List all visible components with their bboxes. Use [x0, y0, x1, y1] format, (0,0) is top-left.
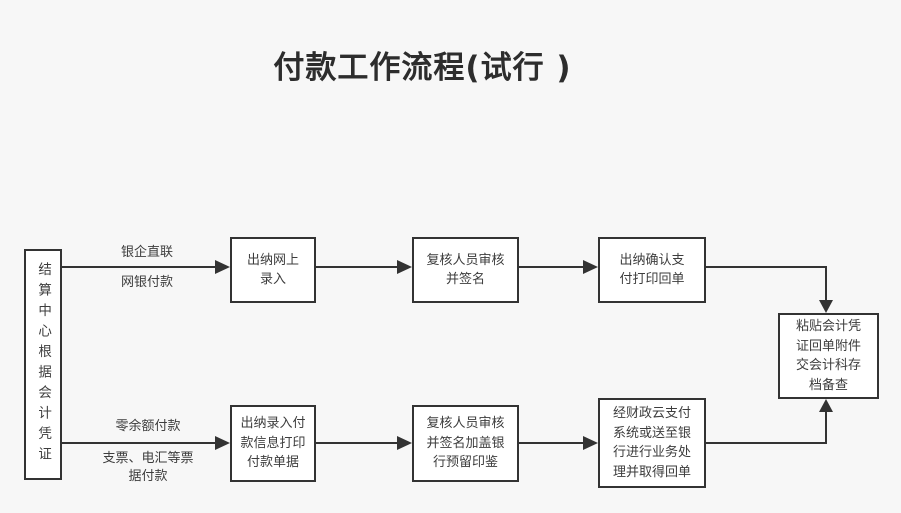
arrowhead-bottom1-to-bottom2: [397, 436, 412, 450]
arrow-line-top3-elbow-horizontal: [706, 266, 827, 268]
step-label: 经财政云支付 系统或送至银 行进行业务处 理并取得回单: [612, 406, 691, 480]
bottom-arrow-label-below: 支票、电汇等票 据付款: [102, 451, 194, 484]
arrow-line-source-to-bottom1: [62, 442, 215, 444]
bottom-arrow-label-above: 零余额付款: [115, 419, 181, 434]
step-label: 出纳确认支 付打印回单: [619, 252, 685, 288]
arrowhead-top1-to-top2: [397, 260, 412, 274]
archive-box: 粘贴会计凭 证回单附件 交会计科存 档备查: [778, 313, 879, 399]
arrow-line-top1-to-top2: [316, 266, 397, 268]
source-box: 结算中心根据会计凭证: [24, 249, 62, 480]
step-box-bottom-2-reviewer-sign-seal: 复核人员审核 并签名加盖银 行预留印鉴: [412, 405, 519, 482]
arrowhead-bottom3-to-archive: [819, 399, 833, 412]
step-label: 出纳录入付 款信息打印 付款单据: [240, 416, 306, 471]
arrowhead-source-to-bottom1: [215, 436, 230, 450]
arrow-line-top3-elbow-vertical: [825, 266, 827, 300]
step-box-bottom-3-fiscal-cloud-processing: 经财政云支付 系统或送至银 行进行业务处 理并取得回单: [598, 398, 706, 488]
step-box-bottom-1-cashier-entry-print: 出纳录入付 款信息打印 付款单据: [230, 405, 316, 482]
arrowhead-source-to-top1: [215, 260, 230, 274]
step-box-top-3-cashier-confirm-print: 出纳确认支 付打印回单: [598, 237, 706, 303]
arrow-line-top2-to-top3: [519, 266, 583, 268]
top-arrow-label-above: 银企直联: [120, 245, 173, 260]
source-box-label: 结算中心根据会计凭证: [35, 262, 52, 467]
arrow-line-bottom3-elbow-horizontal: [706, 442, 827, 444]
step-label: 复核人员审核 并签名加盖银 行预留印鉴: [426, 416, 505, 471]
step-box-top-2-reviewer-sign: 复核人员审核 并签名: [412, 237, 519, 303]
top-arrow-label-below: 网银付款: [120, 275, 173, 290]
step-box-top-1-cashier-online-entry: 出纳网上 录入: [230, 237, 316, 303]
arrow-line-bottom3-elbow-vertical: [825, 411, 827, 444]
arrow-line-bottom1-to-bottom2: [316, 442, 397, 444]
arrowhead-top3-to-archive: [819, 300, 833, 313]
arrow-line-source-to-top1: [62, 266, 215, 268]
step-label: 出纳网上 录入: [246, 252, 299, 288]
arrowhead-bottom2-to-bottom3: [583, 436, 598, 450]
page-title: 付款工作流程(试行 ): [273, 50, 572, 86]
arrow-line-bottom2-to-bottom3: [519, 442, 583, 444]
archive-box-label: 粘贴会计凭 证回单附件 交会计科存 档备查: [795, 319, 861, 393]
step-label: 复核人员审核 并签名: [426, 252, 505, 288]
arrowhead-top2-to-top3: [583, 260, 598, 274]
